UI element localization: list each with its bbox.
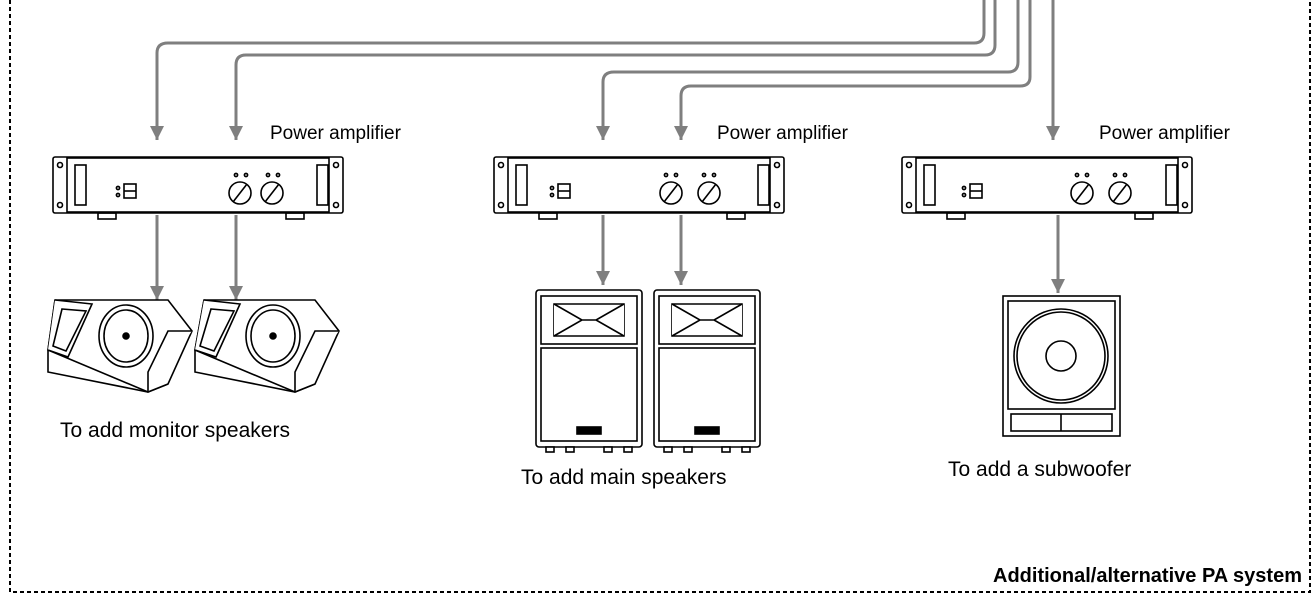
- power-amplifier-3: [901, 156, 1193, 220]
- knob-icon: [260, 181, 284, 205]
- output-cables: [150, 215, 1065, 300]
- power-amplifier-1: [52, 156, 344, 220]
- knob-icon: [659, 181, 683, 205]
- knob-icon: [1108, 181, 1132, 205]
- group-caption: To add a subwoofer: [948, 458, 1131, 481]
- monitor-speaker-icon: [47, 299, 193, 393]
- system-label: Additional/alternative PA system: [993, 565, 1302, 587]
- knob-icon: [697, 181, 721, 205]
- knob-icon: [1070, 181, 1094, 205]
- group-caption: To add monitor speakers: [60, 419, 290, 442]
- input-cables: [150, 0, 1060, 140]
- power-amplifier-2: [493, 156, 785, 220]
- group-caption: To add main speakers: [521, 466, 726, 489]
- main-speaker-icon: [653, 289, 761, 453]
- system-boundary: [9, 0, 1311, 593]
- amplifier-label: Power amplifier: [717, 123, 849, 144]
- knob-icon: [228, 181, 252, 205]
- amplifier-label: Power amplifier: [270, 123, 402, 144]
- subwoofer-icon: [1002, 295, 1121, 437]
- amplifier-label: Power amplifier: [1099, 123, 1231, 144]
- main-speaker-icon: [535, 289, 643, 453]
- monitor-speaker-icon: [194, 299, 340, 393]
